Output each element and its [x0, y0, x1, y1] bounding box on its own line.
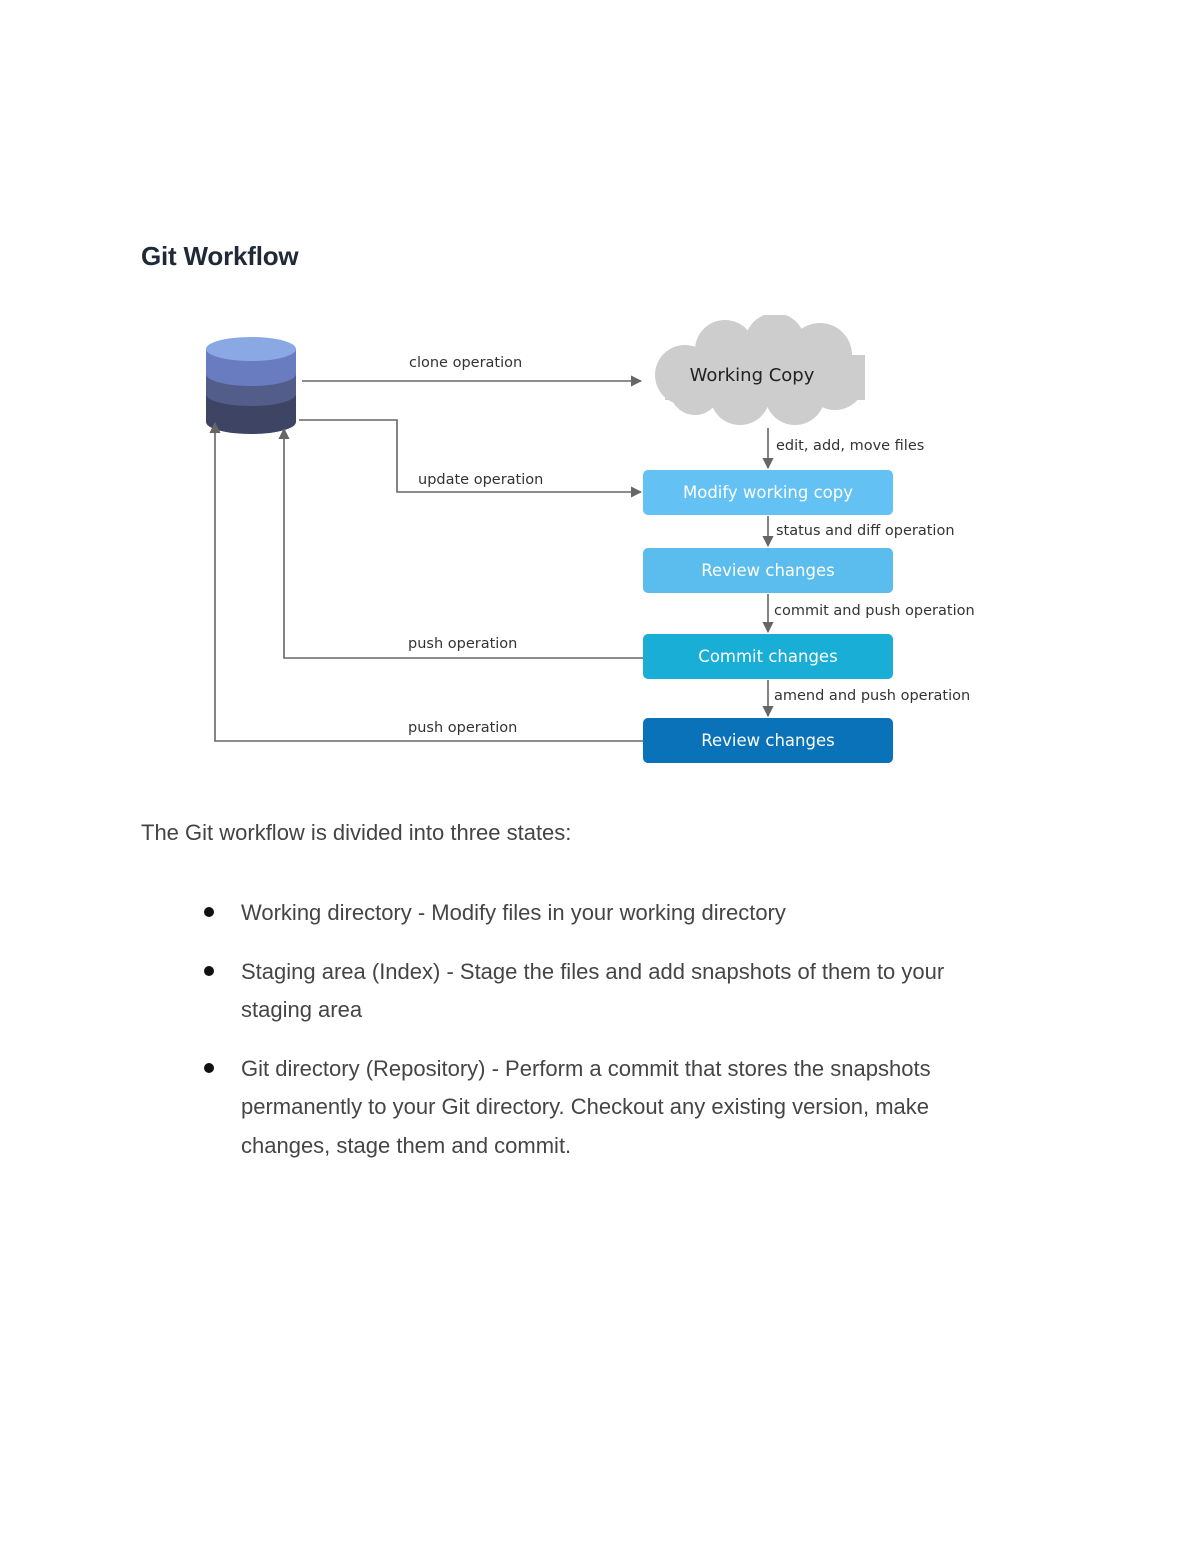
review-changes-label-2: Review changes: [701, 731, 834, 750]
commit-push-label: commit and push operation: [774, 603, 975, 619]
bullet-icon: [204, 907, 214, 917]
bullet-icon: [204, 1062, 214, 1073]
database-icon: [206, 337, 296, 434]
state-text: Staging area (Index) - Stage the files a…: [241, 958, 945, 1023]
state-text: Git directory (Repository) - Perform a c…: [241, 1055, 931, 1158]
bullet-icon: [204, 965, 214, 976]
edit-label: edit, add, move files: [776, 438, 924, 454]
amend-push-label: amend and push operation: [774, 688, 970, 704]
push-arrow-commit: [278, 427, 643, 659]
review-changes-box-1: Review changes: [643, 548, 893, 593]
working-copy-label: Working Copy: [690, 365, 815, 386]
update-label: update operation: [418, 472, 543, 488]
review-changes-label-1: Review changes: [701, 561, 834, 580]
list-item: Git directory (Repository) - Perform a c…: [195, 1050, 1015, 1166]
intro-text: The Git workflow is divided into three s…: [141, 820, 572, 845]
list-item: Staging area (Index) - Stage the files a…: [195, 953, 1015, 1030]
list-item: Working directory - Modify files in your…: [195, 894, 1015, 933]
modify-working-copy-label: Modify working copy: [683, 483, 853, 502]
cloud-icon: Working Copy: [655, 315, 865, 425]
git-workflow-diagram: Working Copy clone operation update oper…: [195, 315, 1005, 775]
page-title: Git Workflow: [141, 241, 299, 271]
clone-label: clone operation: [409, 355, 522, 371]
state-text: Working directory - Modify files in your…: [241, 900, 786, 925]
push-label-review: push operation: [408, 720, 517, 736]
update-arrow: [299, 419, 643, 498]
states-list: Working directory - Modify files in your…: [195, 894, 1015, 1185]
commit-changes-label: Commit changes: [698, 647, 837, 666]
review-changes-box-2: Review changes: [643, 718, 893, 763]
status-label: status and diff operation: [776, 523, 955, 539]
modify-working-copy-box: Modify working copy: [643, 470, 893, 515]
push-arrow-review: [209, 421, 643, 742]
push-label-commit: push operation: [408, 636, 517, 652]
commit-changes-box: Commit changes: [643, 634, 893, 679]
